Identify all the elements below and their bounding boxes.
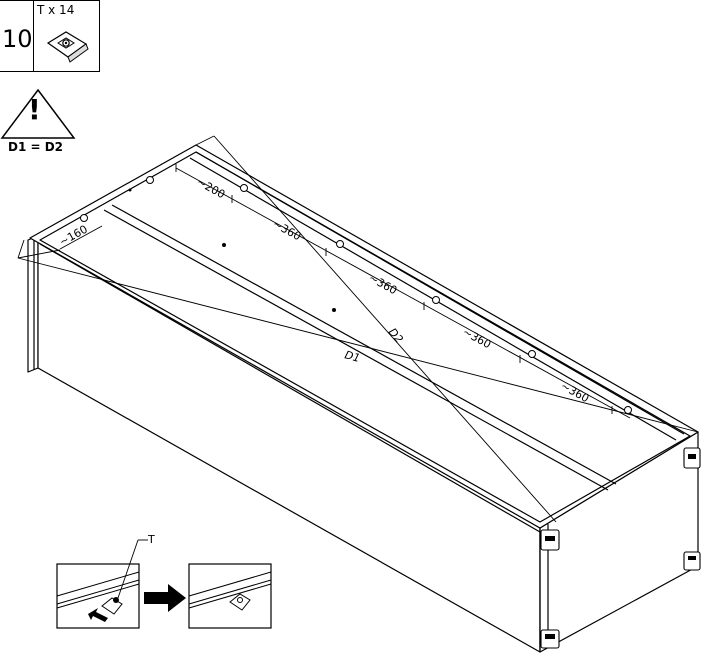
corner-bracket-icon bbox=[46, 31, 89, 63]
diagonal-d1: D1 bbox=[343, 348, 361, 365]
step-divider bbox=[33, 1, 35, 71]
step-header: 10 T x 14 bbox=[0, 0, 100, 72]
warning-text: D1 = D2 bbox=[8, 140, 64, 154]
warning-triangle-icon bbox=[0, 88, 76, 139]
warning-symbol: ! bbox=[28, 93, 41, 126]
step-number: 10 bbox=[2, 25, 33, 53]
detail-after bbox=[188, 563, 272, 629]
detail-before bbox=[56, 539, 148, 629]
arrow-right-icon bbox=[144, 584, 186, 612]
hardware-count: T x 14 bbox=[37, 3, 75, 17]
detail-label-t: T bbox=[147, 533, 155, 546]
arrow-pointer-icon bbox=[88, 608, 108, 622]
